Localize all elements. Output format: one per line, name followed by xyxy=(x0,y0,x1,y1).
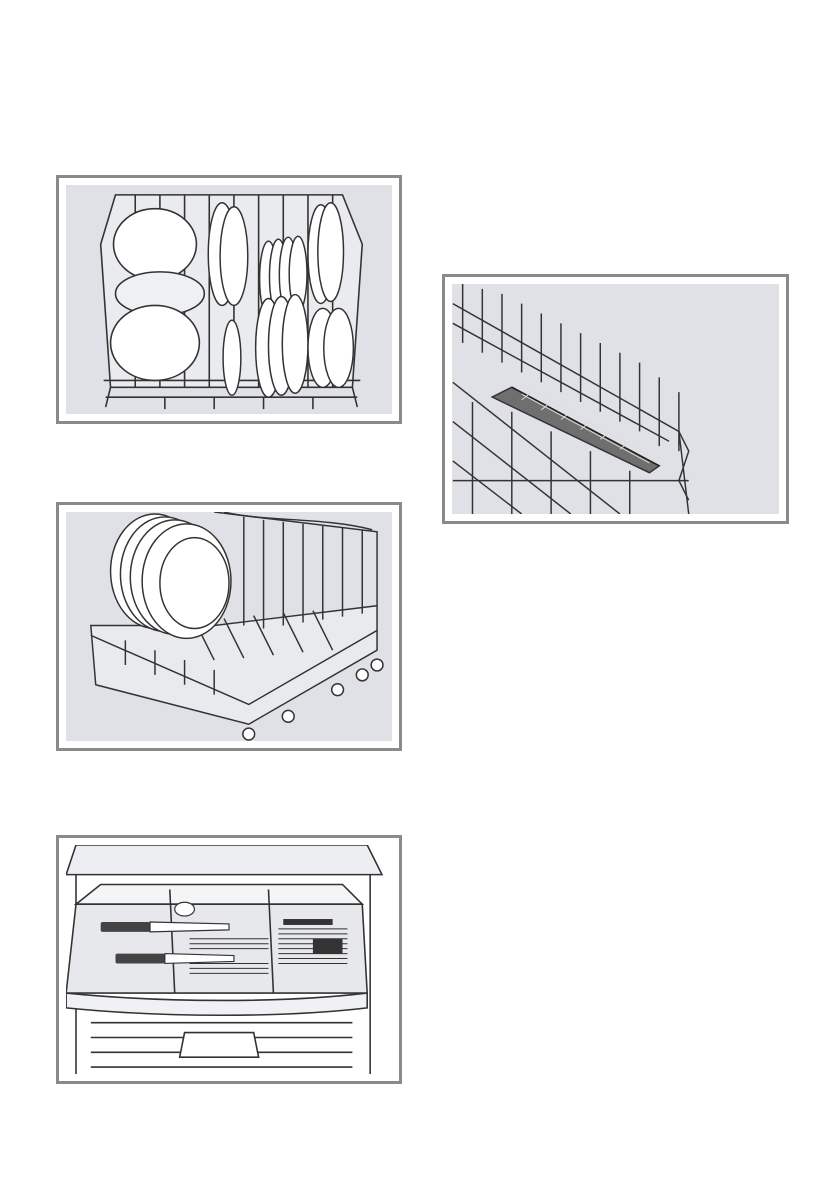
lower-basket-panel xyxy=(66,512,392,741)
lower-basket-figure xyxy=(56,502,402,751)
cutlery-drawer-figure xyxy=(56,835,402,1084)
cutlery-drawer-illustration xyxy=(66,845,392,1074)
rack-insert-panel xyxy=(452,284,779,514)
rack-insert-illustration xyxy=(452,284,779,514)
upper-basket-illustration xyxy=(66,185,392,414)
lower-basket-illustration xyxy=(66,512,392,741)
upper-basket-figure xyxy=(56,175,402,424)
upper-basket-panel xyxy=(66,185,392,414)
rack-insert-figure xyxy=(442,274,789,524)
cutlery-drawer-panel xyxy=(66,845,392,1074)
